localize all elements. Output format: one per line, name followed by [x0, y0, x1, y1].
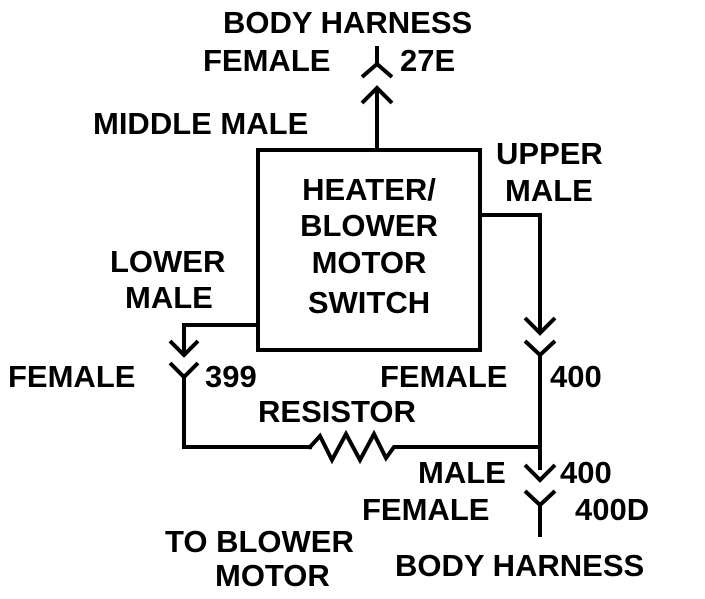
female-400-connector — [523, 339, 557, 358]
code-400d-label: 400D — [575, 492, 649, 527]
lower-male-connector — [168, 339, 200, 358]
middle-male-connector — [360, 85, 394, 105]
resistor-symbol — [307, 429, 542, 465]
female-400d-connector — [523, 489, 557, 508]
body-harness-bottom-label: BODY HARNESS — [395, 548, 644, 583]
to-blower-label: TO BLOWER — [165, 524, 354, 559]
female-399-connector — [168, 361, 200, 380]
heater-blower-motor-switch-box — [256, 148, 482, 352]
female-left-label: FEMALE — [8, 359, 135, 394]
body-harness-top-label: BODY HARNESS — [223, 5, 472, 40]
middle-male-label: MIDDLE MALE — [93, 106, 308, 141]
switch-label-line1: HEATER/ — [302, 172, 436, 207]
female-right-label: FEMALE — [380, 359, 507, 394]
lower-label: LOWER — [110, 244, 225, 279]
switch-label-line3: MOTOR — [312, 245, 427, 280]
female-bottom-label: FEMALE — [362, 492, 489, 527]
upper-male-label: MALE — [505, 173, 593, 208]
lower-wire — [182, 323, 260, 352]
code-400-lower-label: 400 — [560, 455, 612, 490]
switch-label-line2: BLOWER — [300, 208, 438, 243]
code-400-upper-label: 400 — [550, 359, 602, 394]
switch-label-line4: SWITCH — [308, 285, 430, 320]
female-top-label: FEMALE — [203, 43, 330, 78]
upper-male-connector — [523, 316, 557, 336]
lower-male-label: MALE — [125, 280, 213, 315]
motor-label: MOTOR — [215, 558, 330, 593]
female-399-lead — [182, 375, 312, 449]
upper-label: UPPER — [496, 136, 603, 171]
resistor-label: RESISTOR — [258, 394, 416, 429]
code-27e-label: 27E — [400, 43, 455, 78]
male-400-connector — [523, 463, 557, 483]
code-399-label: 399 — [205, 359, 257, 394]
upper-wire — [478, 213, 542, 332]
male-bottom-label: MALE — [418, 455, 506, 490]
